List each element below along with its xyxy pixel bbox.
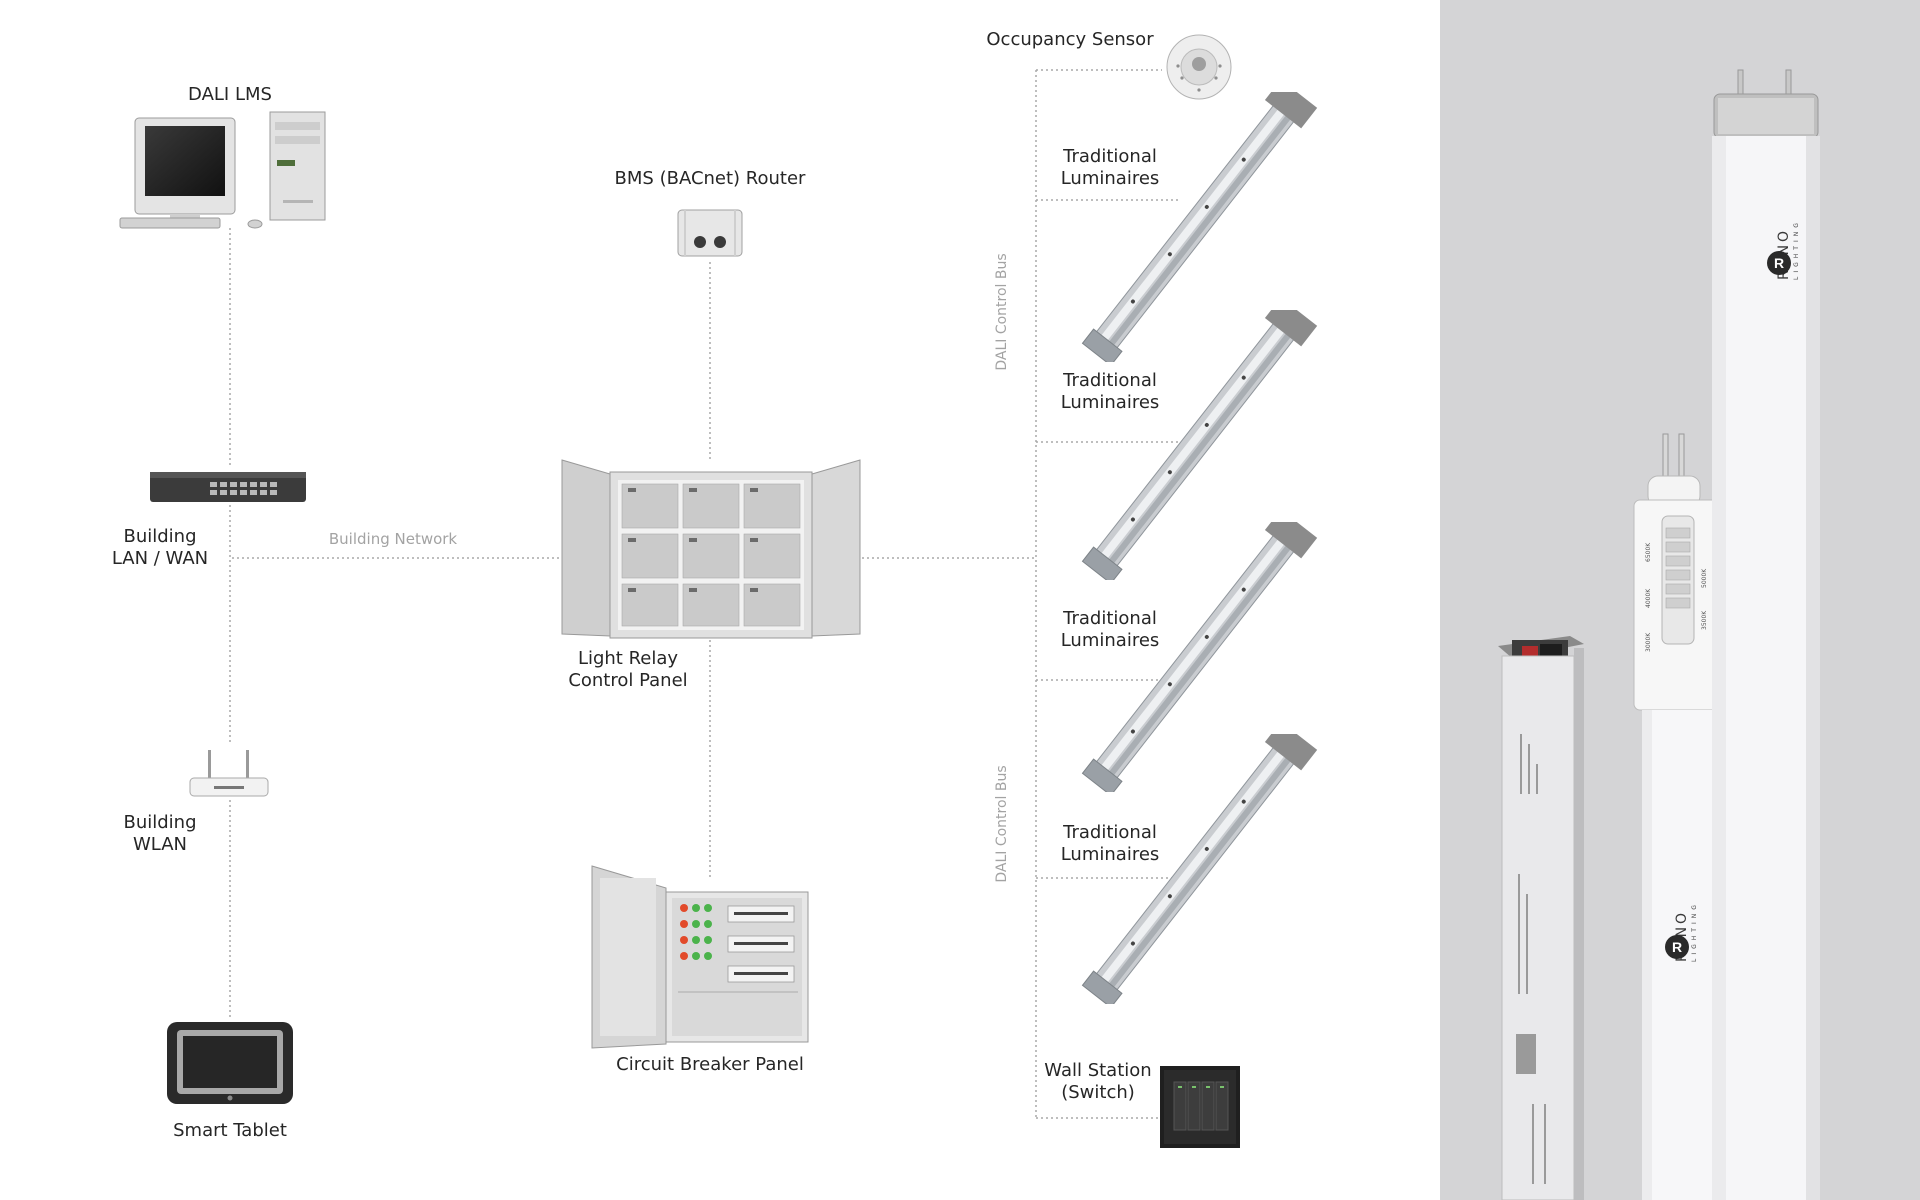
breaker-indicator-light	[692, 904, 700, 912]
tube-label-4000k: 4000K	[1645, 588, 1652, 608]
occupancy-sensor-icon	[1166, 34, 1232, 100]
t5-tube-icon: 6500K 4000K 3000K 5000K 3500K	[1633, 433, 1731, 1200]
relay-panel-icon	[561, 459, 861, 639]
tube-label-3500k: 3500K	[1701, 610, 1708, 630]
svg-text:R: R	[1672, 939, 1682, 955]
led-driver-icon	[1498, 636, 1584, 1200]
breaker-indicator-light	[680, 904, 688, 912]
dali-bus-label-1: DALI Control Bus	[994, 253, 1010, 371]
occupancy-sensor-label: Occupancy Sensor	[986, 29, 1154, 50]
brand-logo-icon-upper: R	[1767, 251, 1791, 275]
dali-lms-label: DALI LMS	[188, 84, 272, 105]
building-network-label: Building Network	[328, 530, 458, 548]
tube-label-5000k: 5000K	[1701, 568, 1708, 588]
brand-logo-icon: R	[1665, 935, 1689, 959]
building-lan-label: Building LAN / WAN	[111, 526, 209, 569]
wifi-router-icon	[189, 750, 269, 797]
bms-router-icon	[677, 209, 743, 257]
tube-label-6500k: 6500K	[1645, 542, 1652, 562]
breaker-indicator-light	[692, 936, 700, 944]
tube-label-3000k: 3000K	[1645, 632, 1652, 652]
relay-panel-label: Light Relay Control Panel	[568, 648, 688, 691]
network-switch-icon	[150, 472, 306, 502]
building-wlan-label: Building WLAN	[123, 812, 197, 855]
luminaire-icon-1	[1081, 92, 1318, 362]
computer-icon	[119, 111, 326, 229]
t8-tube-icon	[1712, 69, 1820, 1200]
product-panel: 6500K 4000K 3000K 5000K 3500K RENO LIGHT…	[1440, 0, 1920, 1200]
luminaire-icon-4	[1081, 734, 1318, 1004]
wall-station-label: Wall Station(Switch)	[1044, 1060, 1152, 1103]
breaker-indicator-light	[704, 920, 712, 928]
breaker-indicator-light	[680, 936, 688, 944]
luminaire-icon-3	[1081, 522, 1318, 792]
luminaire-icon-2	[1081, 310, 1318, 580]
breaker-indicator-light	[680, 952, 688, 960]
breaker-indicator-light	[704, 904, 712, 912]
svg-text:R: R	[1774, 255, 1784, 271]
breaker-panel-label: Circuit Breaker Panel	[616, 1054, 804, 1075]
smart-tablet-label: Smart Tablet	[173, 1120, 287, 1141]
breaker-indicator-light	[692, 920, 700, 928]
breaker-indicator-light	[680, 920, 688, 928]
dali-bus-label-2: DALI Control Bus	[994, 765, 1010, 883]
breaker-indicator-light	[692, 952, 700, 960]
connector-lines	[229, 69, 1178, 1119]
bms-router-label: BMS (BACnet) Router	[614, 168, 806, 189]
breaker-panel-icon	[591, 865, 809, 1049]
breaker-indicator-light	[704, 936, 712, 944]
tablet-icon	[167, 1022, 293, 1104]
wall-switch-icon	[1160, 1066, 1240, 1148]
breaker-indicator-light	[704, 952, 712, 960]
